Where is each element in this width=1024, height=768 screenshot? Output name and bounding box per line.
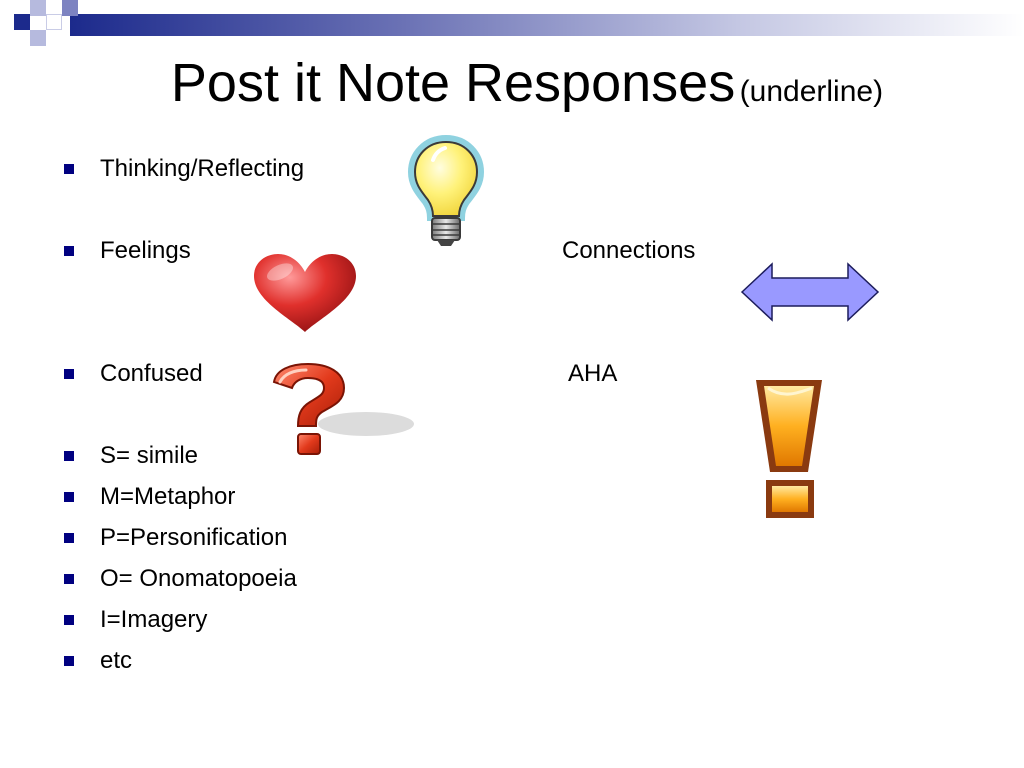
- bullet-icon: [64, 492, 74, 502]
- aha-label: AHA: [568, 360, 618, 387]
- decor-square: [30, 0, 46, 16]
- bullet-icon: [64, 615, 74, 625]
- bullet-icon: [64, 164, 74, 174]
- bullet-text: P=Personification: [100, 524, 288, 551]
- bullet-text: S= simile: [100, 442, 199, 469]
- bullet-icon: [64, 369, 74, 379]
- bullet-icon: [64, 451, 74, 461]
- bullet-icon: [64, 246, 74, 256]
- bullet-icon: [64, 533, 74, 543]
- bullet-text: O= Onomatopoeia: [100, 565, 297, 592]
- bullet-text: Confused: [100, 360, 203, 387]
- bullet-text: M=Metaphor: [100, 483, 236, 510]
- connections-label: Connections: [562, 237, 696, 264]
- double-arrow-icon: [740, 262, 880, 322]
- header-decoration: [0, 0, 1024, 48]
- bullet-icon: [64, 574, 74, 584]
- exclamation-icon: [756, 380, 822, 518]
- bullet-text: Feelings: [100, 237, 191, 264]
- bullet-icon: [64, 656, 74, 666]
- decor-square: [14, 14, 30, 30]
- slide-title: Post it Note Responses (underline): [0, 52, 1024, 114]
- bullet-text: Thinking/Reflecting: [100, 155, 305, 182]
- decor-square: [62, 0, 78, 16]
- bullet-text: etc: [100, 647, 133, 674]
- decor-square: [30, 30, 46, 46]
- question-mark-icon: [272, 362, 414, 455]
- header-gradient-bar: [70, 14, 1024, 36]
- lightbulb-icon: [407, 134, 485, 246]
- heart-icon: [254, 254, 356, 332]
- decor-square: [46, 14, 62, 30]
- bullet-text: I=Imagery: [100, 606, 208, 633]
- title-text: Post it Note Responses: [170, 53, 736, 113]
- title-note: (underline): [739, 75, 884, 108]
